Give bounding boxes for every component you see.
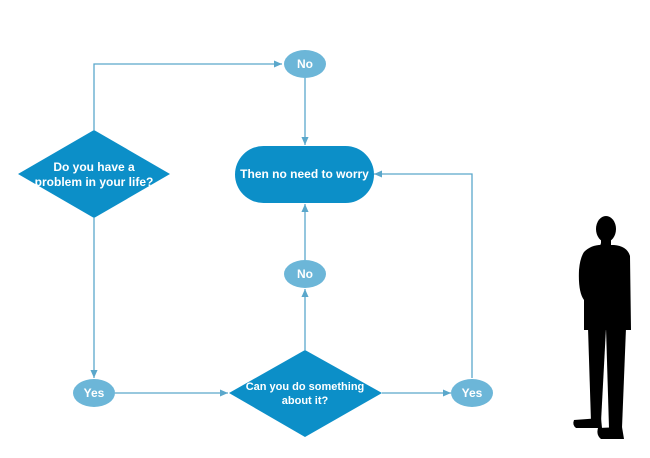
terminal-shape: [235, 146, 374, 203]
connector-yes-to-terminal: [374, 170, 473, 378]
decision-problem: Do you have a problem in your life?: [18, 130, 170, 218]
connectors: [90, 60, 473, 397]
oval-no-top: [284, 50, 326, 78]
label-no-mid: No: [284, 260, 326, 288]
oval-yes-right: [451, 379, 493, 407]
decision-can-do-line1: Can you do something: [246, 381, 365, 393]
decision-can-do-shape: [229, 350, 382, 437]
label-no-top-text: No: [297, 57, 313, 71]
terminal-text: Then no need to worry: [240, 167, 369, 181]
label-yes-right: Yes: [451, 379, 493, 407]
thinking-man-silhouette-icon: [573, 216, 631, 439]
label-yes-left-text: Yes: [84, 386, 105, 400]
terminal-no-worry: Then no need to worry: [235, 146, 374, 203]
decision-can-do: Can you do something about it?: [229, 350, 382, 437]
decision-problem-line2: problem in your life?: [35, 175, 154, 189]
label-yes-right-text: Yes: [462, 386, 483, 400]
decision-problem-shape: [18, 130, 170, 218]
label-no-top: No: [284, 50, 326, 78]
label-no-mid-text: No: [297, 267, 313, 281]
decision-can-do-line2: about it?: [282, 395, 329, 407]
oval-no-mid: [284, 260, 326, 288]
connector-problem-to-no: [93, 60, 282, 130]
label-yes-left: Yes: [73, 379, 115, 407]
decision-problem-line1: Do you have a: [53, 160, 135, 174]
oval-yes-left: [73, 379, 115, 407]
silhouette-head: [596, 216, 616, 242]
